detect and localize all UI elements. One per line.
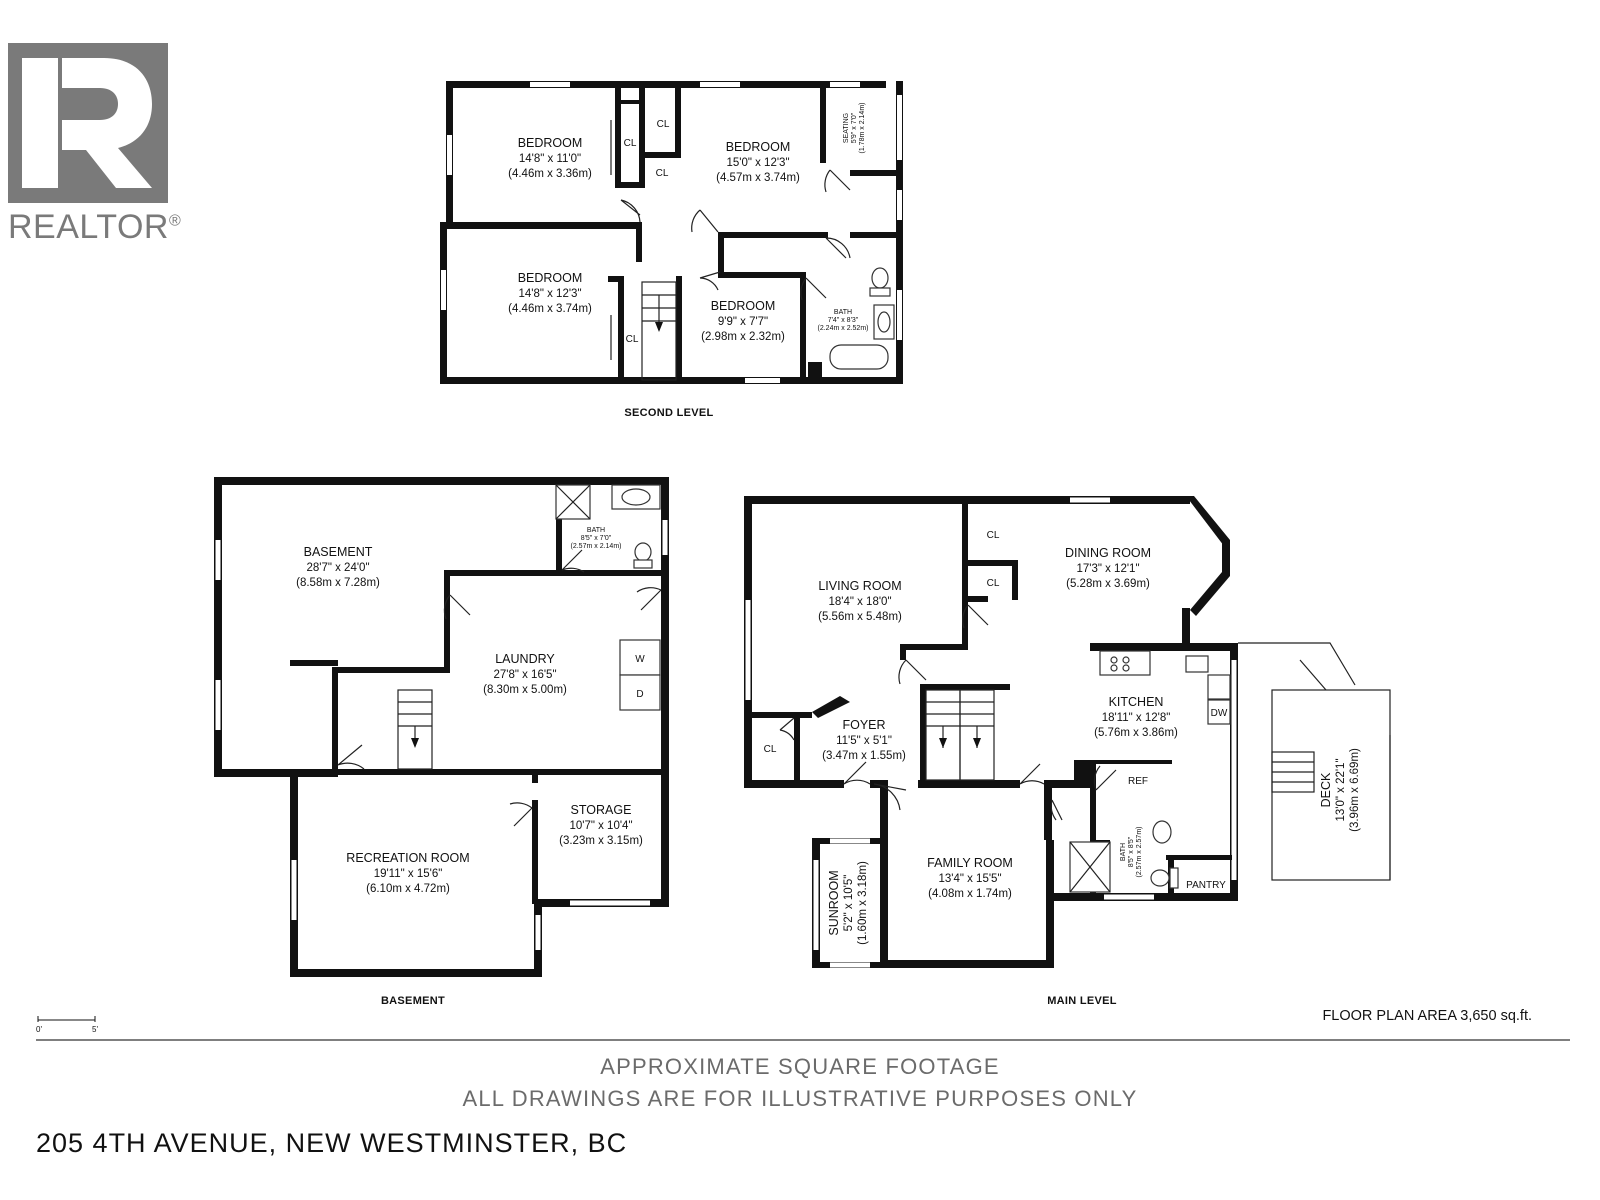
room-size: 28'7" x 24'0" [306,562,369,574]
room-name: RECREATION ROOM [346,851,469,865]
room-name: KITCHEN [1109,695,1164,709]
closet-label: CL [656,168,669,179]
room-name: SEATING [843,113,850,143]
dishwasher-label: DW [1211,708,1228,719]
realtor-wordmark: REALTOR® [8,208,181,247]
room-size: 5'2" x 10'5" [843,875,855,932]
room-name: SUNROOM [827,870,841,935]
room-name: FAMILY ROOM [927,856,1013,870]
room-metric: (4.08m x 1.74m) [928,888,1012,900]
room-metric: (1.60m x 3.18m) [857,861,869,945]
room-size: 18'11" x 12'8" [1102,712,1171,724]
room-name: STORAGE [571,803,632,817]
room-metric: (4.46m x 3.74m) [508,303,592,315]
scale-bar: 0' 5' [36,1016,98,1034]
room-name: BATH [1120,843,1127,861]
washer-label: W [635,654,645,665]
room-size: 9'9" x 7'7" [718,316,768,328]
room-metric: (2.98m x 2.32m) [701,331,785,343]
main-level-plan: DW REF PANTRY CL CL CL LIVING ROOM 18'4"… [744,496,1391,1007]
footer-line-2: ALL DRAWINGS ARE FOR ILLUSTRATIVE PURPOS… [462,1086,1138,1111]
room-metric: (6.10m x 4.72m) [366,883,450,895]
room-name: FOYER [842,718,885,732]
closet-label: CL [657,119,670,130]
registered-mark: ® [168,212,182,230]
level-label-basement: BASEMENT [381,995,445,1007]
room-size: 18'4" x 18'0" [828,596,891,608]
property-address: 205 4TH AVENUE, NEW WESTMINSTER, BC [36,1128,628,1158]
realtor-r-mark [22,58,152,188]
pantry-label: PANTRY [1186,880,1226,891]
room-metric: (1.78m x 2.14m) [859,103,866,154]
closet-label: CL [624,138,637,149]
room-size: 13'4" x 15'5" [938,873,1001,885]
room-size: 5'9" x 7'0" [851,112,858,143]
scale-end: 5' [92,1025,98,1034]
room-metric: (8.58m x 7.28m) [296,577,380,589]
room-size: 10'7" x 10'4" [569,820,632,832]
realtor-logo [8,43,168,203]
room-metric: (2.57m x 2.14m) [571,543,622,550]
closet-label: CL [626,334,639,345]
dryer-label: D [636,689,643,700]
fridge-label: REF [1128,776,1148,787]
room-name: BEDROOM [726,140,791,154]
room-metric: (5.28m x 3.69m) [1066,578,1150,590]
room-metric: (4.46m x 3.36m) [508,168,592,180]
room-size: 27'8" x 16'5" [493,669,556,681]
room-size: 8'5" x 7'0" [581,535,612,542]
room-name: LAUNDRY [495,652,555,666]
closet-label: CL [764,744,777,755]
closet-label: CL [987,530,1000,541]
room-metric: (2.57m x 2.57m) [1136,827,1143,878]
room-metric: (3.47m x 1.55m) [822,750,906,762]
room-name: BATH [587,527,605,534]
room-name: DECK [1319,772,1333,807]
room-size: 17'3" x 12'1" [1076,563,1139,575]
room-size: 11'5" x 5'1" [836,735,892,747]
room-size: 13'0" x 22'1" [1335,758,1347,821]
footer-line-1: APPROXIMATE SQUARE FOOTAGE [600,1054,1000,1079]
room-name: BEDROOM [711,299,776,313]
second-level-plan: BEDROOM 14'8" x 11'0" (4.46m x 3.36m) BE… [440,81,903,419]
room-metric: (8.30m x 5.00m) [483,684,567,696]
room-name: BATH [834,309,852,316]
room-metric: (3.23m x 3.15m) [559,835,643,847]
room-metric: (5.56m x 5.48m) [818,611,902,623]
room-name: LIVING ROOM [818,579,901,593]
level-label-main: MAIN LEVEL [1047,995,1117,1007]
room-name: BEDROOM [518,271,583,285]
room-size: 8'5" x 8'5" [1128,836,1135,867]
room-metric: (4.57m x 3.74m) [716,172,800,184]
room-size: 15'0" x 12'3" [726,157,789,169]
realtor-text: REALTOR [8,208,169,246]
room-size: 7'4" x 8'3" [828,317,859,324]
level-label-second: SECOND LEVEL [624,407,713,419]
closet-label: CL [987,578,1000,589]
room-metric: (2.24m x 2.52m) [818,325,869,332]
room-name: BASEMENT [304,545,373,559]
scale-start: 0' [36,1025,42,1034]
room-metric: (5.76m x 3.86m) [1094,727,1178,739]
room-name: BEDROOM [518,136,583,150]
basement-plan: W D BASEMENT 28'7" x 24'0" (8.58m x 7.28… [214,477,669,1007]
room-metric: (3.96m x 6.69m) [1349,748,1361,832]
room-size: 14'8" x 12'3" [518,288,581,300]
room-size: 19'11" x 15'6" [374,868,443,880]
room-name: DINING ROOM [1065,546,1151,560]
room-size: 14'8" x 11'0" [519,153,581,165]
floor-plan-area: FLOOR PLAN AREA 3,650 sq.ft. [1322,1008,1532,1024]
